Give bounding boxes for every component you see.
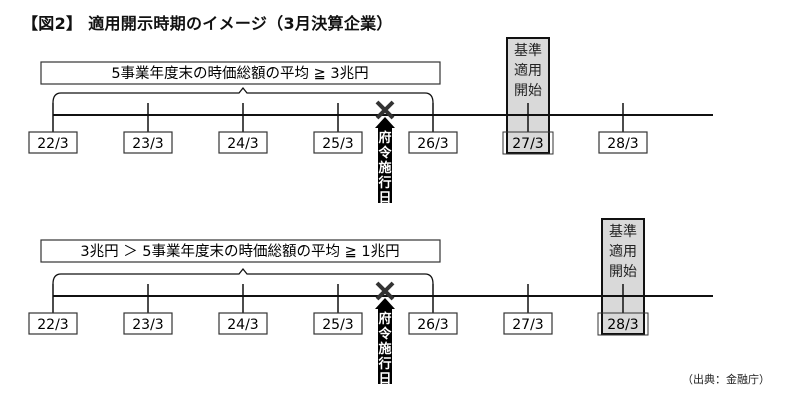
tick-label-box <box>408 131 458 154</box>
standard-start-label: 基準 <box>514 42 542 59</box>
tick-label-22-3: 22/3 <box>37 136 68 152</box>
tick-label-box <box>598 131 648 154</box>
source-caption: （出典：金融庁） <box>682 373 770 386</box>
standard-start-label: 開始 <box>609 264 637 280</box>
tick-label-box <box>218 131 268 154</box>
enforcement-date-label: 府 <box>378 130 391 146</box>
condition-box <box>40 61 441 85</box>
tick-label-box <box>408 312 458 335</box>
period-bracket <box>52 86 434 104</box>
enforcement-date-label: 施 <box>378 160 391 176</box>
tick-label-23-3: 23/3 <box>132 136 163 152</box>
tick-label-24-3: 24/3 <box>227 136 258 152</box>
tick-label-25-3: 25/3 <box>322 136 353 152</box>
tick-label-box <box>597 312 649 336</box>
period-bracket <box>52 267 434 285</box>
tick-label-24-3: 24/3 <box>227 317 258 333</box>
enforcement-date-label: 令 <box>378 145 392 161</box>
tick-label-box <box>502 131 554 155</box>
condition-box <box>40 239 441 263</box>
condition-text: 3兆円 ＞ 5事業年度末の時価総額の平均 ≧ 1兆円 <box>80 243 399 260</box>
tick-label-box <box>313 312 363 335</box>
standard-start-column <box>601 218 645 335</box>
tick-label-box <box>28 312 78 335</box>
tick-label-box <box>218 312 268 335</box>
tick-label-box <box>123 312 173 335</box>
tick-label-box <box>28 131 78 154</box>
tick-label-box <box>123 131 173 154</box>
x-mark-icon <box>375 281 395 301</box>
x-mark-icon <box>375 100 395 120</box>
standard-start-label: 適用 <box>609 243 637 260</box>
enforcement-date-label: 令 <box>378 326 392 342</box>
tick-label-28-3: 28/3 <box>607 136 638 152</box>
standard-start-label: 開始 <box>514 83 542 99</box>
enforcement-date-label: 行 <box>377 175 391 191</box>
tick-label-27-3: 27/3 <box>512 317 543 333</box>
tick-label-box <box>313 131 363 154</box>
tick-label-26-3: 26/3 <box>417 317 448 333</box>
tick-label-26-3: 26/3 <box>417 136 448 152</box>
enforcement-arrow-icon <box>375 117 395 203</box>
enforcement-date-label: 施 <box>378 341 391 357</box>
tick-label-box <box>503 312 553 335</box>
enforcement-arrow-icon <box>375 298 395 384</box>
standard-start-label: 適用 <box>514 62 542 79</box>
enforcement-date-label: 日 <box>378 372 391 387</box>
tick-label-28-3: 28/3 <box>607 317 638 333</box>
enforcement-date-label: 府 <box>378 311 391 327</box>
tick-label-27-3: 27/3 <box>512 136 543 152</box>
enforcement-date-label: 行 <box>377 356 391 372</box>
condition-text: 5事業年度末の時価総額の平均 ≧ 3兆円 <box>111 65 368 82</box>
tick-label-23-3: 23/3 <box>132 317 163 333</box>
tick-label-22-3: 22/3 <box>37 317 68 333</box>
figure-title: 【図2】 適用開示時期のイメージ（3月決算企業） <box>22 14 393 33</box>
enforcement-date-label: 日 <box>378 191 391 206</box>
standard-start-label: 基準 <box>609 223 637 240</box>
standard-start-column <box>506 37 550 154</box>
tick-label-25-3: 25/3 <box>322 317 353 333</box>
